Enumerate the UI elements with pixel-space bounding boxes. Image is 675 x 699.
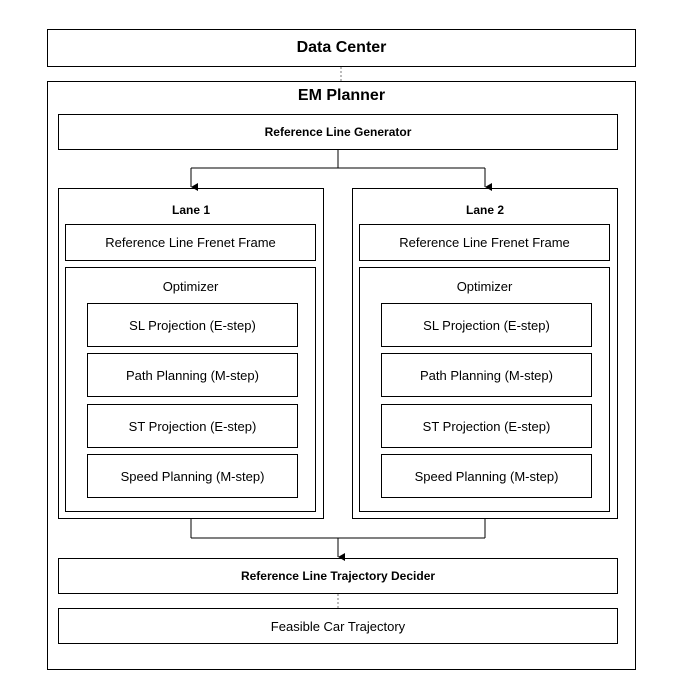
lane-2-optimizer-title: Optimizer [456, 279, 513, 294]
lane-2-step-label: Speed Planning (M-step) [414, 468, 559, 484]
lane-1-step-st-projection: ST Projection (E-step) [87, 404, 298, 448]
lane-2-step-sl-projection: SL Projection (E-step) [381, 303, 592, 347]
lane-1-step-speed-planning: Speed Planning (M-step) [87, 454, 298, 498]
lane-2-step-path-planning: Path Planning (M-step) [381, 353, 592, 397]
data-center-label: Data Center [296, 39, 387, 56]
feasible-trajectory-label: Feasible Car Trajectory [270, 618, 406, 634]
reference-line-generator-box: Reference Line Generator [58, 114, 618, 150]
lane-2-step-label: ST Projection (E-step) [422, 418, 551, 434]
data-center-box: Data Center [47, 29, 636, 67]
lane-1-frenet-frame-label: Reference Line Frenet Frame [105, 235, 276, 250]
lane-2-step-st-projection: ST Projection (E-step) [381, 404, 592, 448]
lane-2-frenet-frame-label: Reference Line Frenet Frame [399, 235, 570, 250]
trajectory-decider-label: Reference Line Trajectory Decider [240, 569, 436, 583]
trajectory-decider-box: Reference Line Trajectory Decider [58, 558, 618, 594]
feasible-trajectory-box: Feasible Car Trajectory [58, 608, 618, 644]
lane-1-step-path-planning: Path Planning (M-step) [87, 353, 298, 397]
lane-2-step-label: Path Planning (M-step) [420, 367, 553, 383]
lane-2-frenet-frame-box: Reference Line Frenet Frame [359, 224, 610, 261]
lane-1-title: Lane 1 [171, 203, 210, 217]
lane-2-step-label: SL Projection (E-step) [423, 317, 550, 333]
lane-2-step-speed-planning: Speed Planning (M-step) [381, 454, 592, 498]
em-planner-title: EM Planner [297, 87, 386, 104]
lane-1-step-label: Path Planning (M-step) [126, 367, 259, 383]
lane-1-step-label: Speed Planning (M-step) [120, 468, 265, 484]
lane-1-step-sl-projection: SL Projection (E-step) [87, 303, 298, 347]
lane-2-title: Lane 2 [465, 203, 504, 217]
lane-1-frenet-frame-box: Reference Line Frenet Frame [65, 224, 316, 261]
lane-1-step-label: SL Projection (E-step) [129, 317, 256, 333]
reference-line-generator-label: Reference Line Generator [264, 125, 412, 139]
lane-1-step-label: ST Projection (E-step) [128, 418, 257, 434]
lane-1-optimizer-title: Optimizer [162, 279, 219, 294]
